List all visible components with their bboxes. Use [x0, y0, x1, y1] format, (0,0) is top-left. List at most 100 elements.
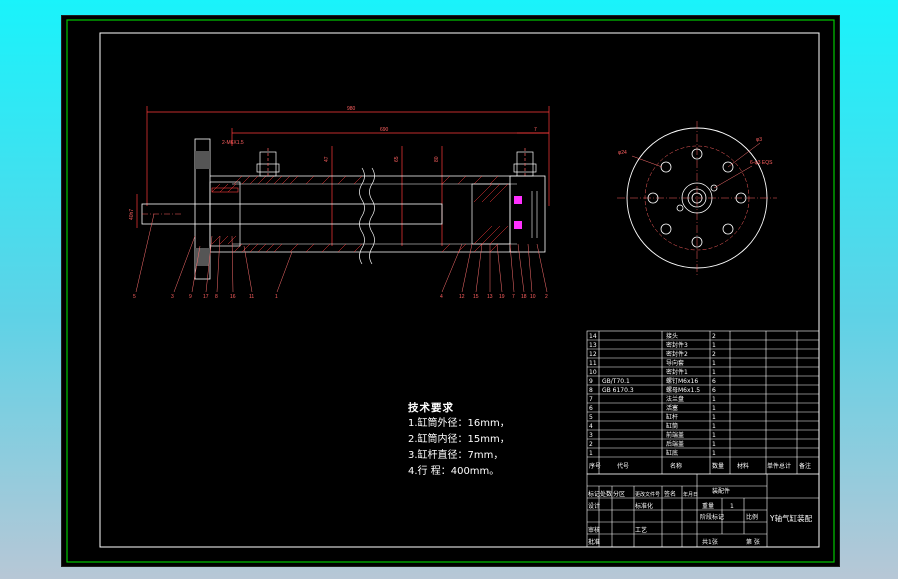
dim-dia-1: 47	[324, 156, 330, 162]
balloon-label: 19	[499, 294, 505, 300]
svg-text:1: 1	[712, 414, 716, 421]
svg-text:3: 3	[589, 432, 593, 439]
svg-text:10: 10	[589, 369, 597, 376]
table-header: 序号 代号 名称 数量 材料 单件总计 备注	[589, 462, 811, 470]
title-stage-label: 阶段标记	[700, 513, 724, 521]
svg-text:标准化: 标准化	[635, 502, 653, 510]
title-company-cell: 装配件	[712, 487, 730, 495]
svg-text:1: 1	[712, 369, 716, 376]
balloon-label: 7	[512, 294, 515, 300]
svg-text:标记: 标记	[588, 490, 600, 498]
balloon-label: 18	[521, 294, 527, 300]
svg-text:代号: 代号	[617, 462, 629, 470]
svg-text:密封件2: 密封件2	[666, 350, 688, 358]
svg-text:11: 11	[589, 360, 597, 367]
svg-text:1: 1	[712, 441, 716, 448]
leader-lines	[135, 213, 548, 293]
parts-list-table	[586, 330, 820, 475]
svg-text:7: 7	[589, 396, 593, 403]
drawing-title: Y轴气缸装配	[769, 513, 813, 523]
dim-right-offset: 7	[534, 127, 537, 133]
title-scale-value: 1	[730, 503, 734, 510]
svg-text:1: 1	[712, 405, 716, 412]
svg-text:活塞: 活塞	[666, 404, 678, 412]
svg-text:缸杆: 缸杆	[666, 413, 678, 421]
svg-text:2: 2	[712, 333, 716, 340]
svg-text:接头: 接头	[666, 332, 678, 340]
balloon-label: 17	[203, 294, 209, 300]
cylinder-section-view	[141, 138, 546, 280]
svg-text:4: 4	[589, 423, 593, 430]
title-block	[586, 473, 820, 548]
title-block-text: 装配件 Y轴气缸装配 重量 1 阶段标记 比例 共1张 第 张 标记 处数 分区…	[588, 487, 813, 546]
dimension-lines	[136, 106, 550, 246]
border-frame	[99, 32, 820, 548]
tech-requirement-item: 4.行 程：400mm。	[408, 466, 500, 477]
svg-text:法兰盘: 法兰盘	[666, 395, 684, 403]
svg-text:数量: 数量	[712, 462, 724, 470]
end-view-label-right: 6-φ3 EQS	[750, 160, 773, 166]
svg-text:12: 12	[589, 351, 597, 358]
balloon-label: 10	[530, 294, 536, 300]
tech-requirements-title: 技术要求	[408, 402, 454, 414]
svg-text:更改文件号: 更改文件号	[635, 491, 660, 498]
dim-rod-dia: 40h7	[129, 209, 135, 220]
part-balloons: 5 3 9 17 8 16 11 1 4 12 15 13 19 7 18 10…	[133, 294, 548, 300]
svg-text:前端盖: 前端盖	[666, 431, 684, 439]
svg-text:密封件1: 密封件1	[666, 368, 688, 376]
svg-text:审核: 审核	[588, 526, 600, 534]
svg-text:2: 2	[589, 441, 593, 448]
drawing-sheet: 980 690 7 2-M6X1.5 47 65 80 40h7	[61, 15, 840, 567]
svg-text:备注: 备注	[799, 462, 811, 470]
svg-text:分区: 分区	[613, 490, 625, 498]
title-weight-label: 重量	[702, 502, 714, 510]
svg-text:设计: 设计	[588, 502, 600, 510]
svg-text:1: 1	[589, 450, 593, 457]
svg-text:1: 1	[712, 342, 716, 349]
balloon-label: 11	[249, 294, 254, 300]
balloon-label: 4	[440, 294, 443, 300]
gland-front	[209, 181, 241, 247]
svg-text:GB/T70.1: GB/T70.1	[602, 378, 630, 385]
dim-dia-2: 65	[394, 156, 400, 162]
svg-text:单件总计: 单件总计	[767, 462, 791, 470]
outer-frame	[66, 19, 835, 563]
svg-text:螺钉M6x16: 螺钉M6x16	[666, 377, 698, 385]
svg-text:导向套: 导向套	[666, 359, 684, 367]
svg-text:工艺: 工艺	[635, 526, 647, 534]
balloon-label: 8	[215, 294, 218, 300]
dim-dia-3: 80	[434, 156, 440, 162]
end-view-label-left: φ24	[618, 150, 627, 156]
tech-requirement-item: 1.缸筒外径：16mm，	[408, 418, 510, 429]
svg-text:GB 6170.3: GB 6170.3	[602, 387, 634, 394]
technical-requirements: 技术要求 1.缸筒外径：16mm， 2.缸筒内径：15mm， 3.缸杆直径：7m…	[408, 400, 510, 480]
balloon-label: 13	[487, 294, 493, 300]
balloon-label: 16	[230, 294, 236, 300]
dim-stroke-length: 690	[380, 127, 389, 133]
balloon-label: 3	[171, 294, 174, 300]
svg-text:2: 2	[712, 351, 716, 358]
balloon-label: 12	[459, 294, 465, 300]
port-fitting-front	[256, 148, 280, 178]
svg-text:处数: 处数	[600, 490, 612, 498]
svg-text:缸底: 缸底	[666, 449, 678, 457]
piston-rod	[141, 203, 443, 225]
end-view-label-mid: φ3	[756, 137, 762, 143]
table-row: 10 密封件1 1	[589, 368, 716, 376]
end-view: φ24 φ3 6-φ3 EQS	[617, 121, 777, 276]
balloon-label: 1	[275, 294, 278, 300]
svg-text:1: 1	[712, 432, 716, 439]
title-page-of: 第 张	[746, 538, 760, 546]
cad-drawing-canvas: 980 690 7 2-M6X1.5 47 65 80 40h7	[66, 19, 835, 563]
svg-text:9: 9	[589, 378, 593, 385]
svg-text:1: 1	[712, 450, 716, 457]
svg-text:材料: 材料	[737, 462, 749, 470]
